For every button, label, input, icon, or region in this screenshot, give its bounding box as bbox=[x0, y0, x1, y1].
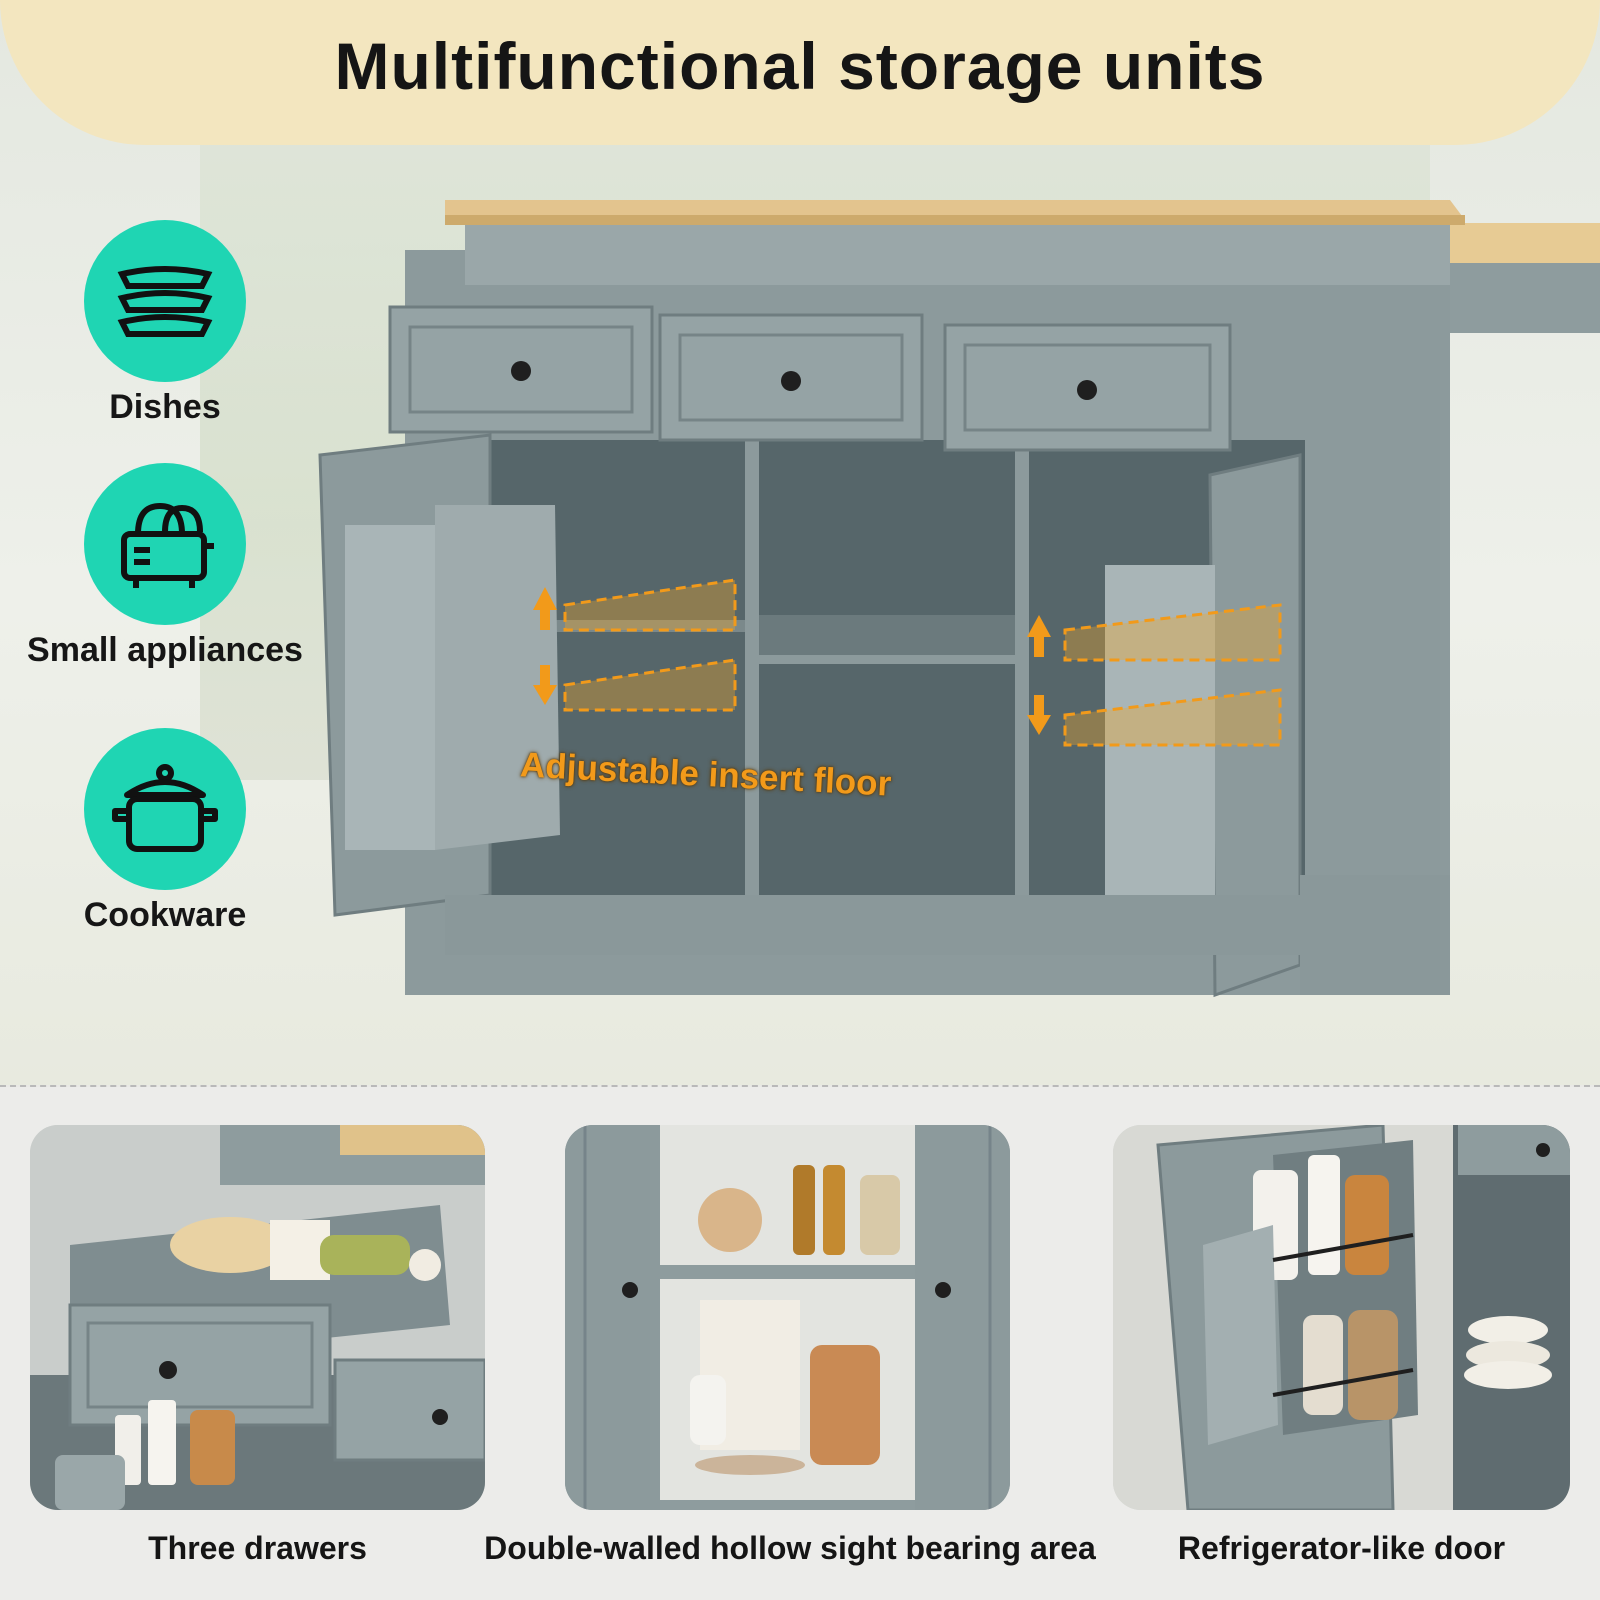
detail-panel-door bbox=[1113, 1125, 1570, 1510]
feature-label-small-appliances: Small appliances bbox=[27, 631, 303, 669]
caption-refrigerator-door: Refrigerator-like door bbox=[1177, 1530, 1506, 1566]
hero-section: Adjustable insert floor bbox=[0, 0, 1600, 1085]
feature-label-cookware: Cookware bbox=[83, 896, 247, 934]
title-banner: Multifunctional storage units bbox=[0, 0, 1600, 145]
caption-three-drawers: Three drawers bbox=[148, 1530, 367, 1566]
feature-dishes: Dishes bbox=[5, 220, 325, 427]
feature-label-dishes: Dishes bbox=[109, 388, 221, 426]
toaster-icon bbox=[84, 463, 246, 625]
detail-panel-bearing-area bbox=[565, 1125, 1010, 1510]
feature-small-appliances: Small appliances bbox=[5, 463, 325, 670]
caption-bearing-area: Double-walled hollow sight bearing area bbox=[484, 1530, 1096, 1566]
detail-panel-drawers bbox=[30, 1125, 485, 1510]
section-divider bbox=[0, 1085, 1600, 1087]
page-title: Multifunctional storage units bbox=[334, 29, 1266, 103]
kitchen-island-illustration bbox=[318, 200, 1600, 998]
pot-icon bbox=[84, 728, 246, 890]
feature-cookware: Cookware bbox=[5, 728, 325, 935]
dishes-icon bbox=[84, 220, 246, 382]
